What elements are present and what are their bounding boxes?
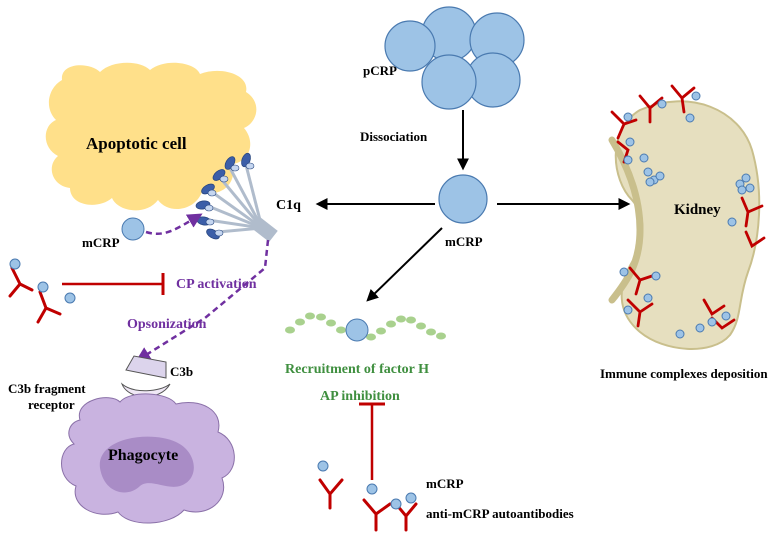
antibody-antigen-dot [390,498,402,510]
c3b-receptor-shape [120,382,171,398]
c1q-label: C1q [276,198,301,213]
apoptotic-cell-label: Apoptotic cell [86,134,187,153]
immune-complexes-label: Immune complexes deposition [600,366,768,381]
recruitment-factor-h-label: Recruitment of factor H [285,362,429,377]
kidney-antibodies [610,84,766,330]
kidney-mcrp-deposits [619,91,755,339]
antibody-antigen-dot [64,292,76,304]
phagocyte-label: Phagocyte [108,447,178,464]
opsonization-label: Opsonization [127,317,207,332]
apoptotic-cell-shape [45,62,257,211]
phagocyte-nucleus [99,436,194,493]
antibody-cluster-bottom [318,478,418,532]
mcrp-left-label: mCRP [82,235,120,250]
antibody-antigen-dot [405,492,417,504]
antibody-antigen-dot [9,258,21,270]
mcrp-center-label: mCRP [445,234,483,249]
mcrp-factor-h-circle [345,318,369,342]
antibody-antigen-dot [37,281,49,293]
anti-mcrp-label: anti-mCRP autoantibodies [426,506,574,521]
c3b-fragment-shape [125,355,167,379]
c3b-label: C3b [170,364,193,379]
opsonization-arrow [135,239,270,362]
antibody-antigen-dot [366,483,378,495]
antibody-antigen-dot [317,460,329,472]
mcrp-bottom-label: mCRP [426,476,464,491]
c3b-fragment-label: C3b fragment [8,381,86,396]
pcrp-label: pCRP [363,63,397,78]
kidney-label: Kidney [674,202,721,218]
pcrp-pentamer [384,6,525,110]
antibody-cluster-left [8,266,62,324]
arrow-to-factor-h [366,227,443,302]
c1q-molecule [195,152,278,242]
mcrp-center-circle [438,174,488,224]
mcrp-c1q-binding-arrow [145,213,203,235]
dissociation-label: Dissociation [360,129,428,144]
cp-activation-label: CP activation [176,277,257,292]
mcrp-left-circle [121,217,145,241]
ap-inhibition-label: AP inhibition [320,389,400,404]
kidney-pelvis [608,136,644,304]
factor-h-chain [285,312,446,341]
receptor-label: receptor [28,397,75,412]
